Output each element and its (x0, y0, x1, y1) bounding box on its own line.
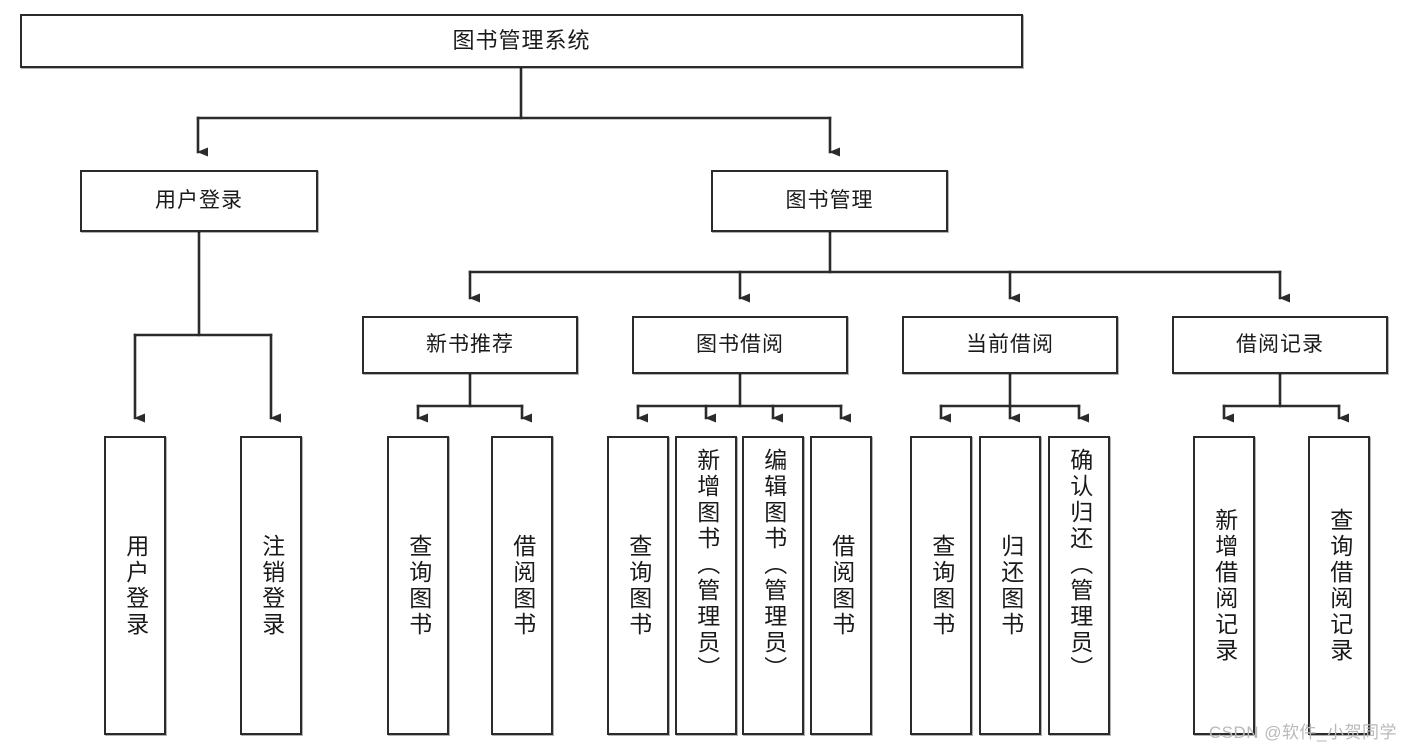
node-label: 确认归还（管理员） (1066, 448, 1093, 682)
leaf-borrow-book-1[interactable]: 借阅图书 (491, 436, 553, 735)
node-label: 新增借阅记录 (1211, 507, 1238, 664)
leaf-return-book[interactable]: 归还图书 (979, 436, 1041, 735)
leaf-borrow-book-2[interactable]: 借阅图书 (810, 436, 872, 735)
leaf-query-book-1[interactable]: 查询图书 (387, 436, 449, 735)
node-label: 借阅记录 (1236, 332, 1324, 356)
leaf-logout-login[interactable]: 注销登录 (240, 436, 302, 735)
leaf-query-record[interactable]: 查询借阅记录 (1308, 436, 1370, 735)
leaf-confirm-return[interactable]: 确认归还（管理员） (1048, 436, 1110, 735)
node-label: 当前借阅 (966, 332, 1054, 356)
leaf-add-book[interactable]: 新增图书（管理员） (675, 436, 737, 735)
node-root-system[interactable]: 图书管理系统 (20, 14, 1023, 68)
node-label: 查询图书 (405, 533, 432, 638)
node-label: 图书管理系统 (452, 28, 591, 54)
leaf-query-book-2[interactable]: 查询图书 (607, 436, 669, 735)
node-label: 注销登录 (258, 533, 285, 638)
node-current-borrow[interactable]: 当前借阅 (902, 316, 1118, 374)
node-label: 图书管理 (785, 188, 874, 212)
leaf-add-record[interactable]: 新增借阅记录 (1193, 436, 1255, 735)
node-label: 新书推荐 (426, 332, 514, 356)
node-borrow-record[interactable]: 借阅记录 (1172, 316, 1388, 374)
leaf-user-login[interactable]: 用户登录 (104, 436, 166, 735)
node-label: 归还图书 (997, 533, 1024, 638)
node-new-book-recommend[interactable]: 新书推荐 (362, 316, 578, 374)
node-label: 用户登录 (122, 533, 149, 638)
node-label: 借阅图书 (509, 533, 536, 638)
node-label: 借阅图书 (828, 533, 855, 638)
node-label: 查询图书 (928, 533, 955, 638)
leaf-query-book-3[interactable]: 查询图书 (910, 436, 972, 735)
node-label: 查询借阅记录 (1326, 507, 1353, 664)
leaf-edit-book[interactable]: 编辑图书（管理员） (742, 436, 804, 735)
node-label: 查询图书 (625, 533, 652, 638)
node-label: 新增图书（管理员） (693, 448, 720, 682)
node-label: 用户登录 (155, 188, 243, 212)
node-book-manage[interactable]: 图书管理 (711, 170, 948, 232)
node-label: 图书借阅 (696, 332, 784, 356)
node-label: 编辑图书（管理员） (760, 448, 787, 682)
node-user-login[interactable]: 用户登录 (80, 170, 318, 232)
node-book-borrow[interactable]: 图书借阅 (632, 316, 848, 374)
